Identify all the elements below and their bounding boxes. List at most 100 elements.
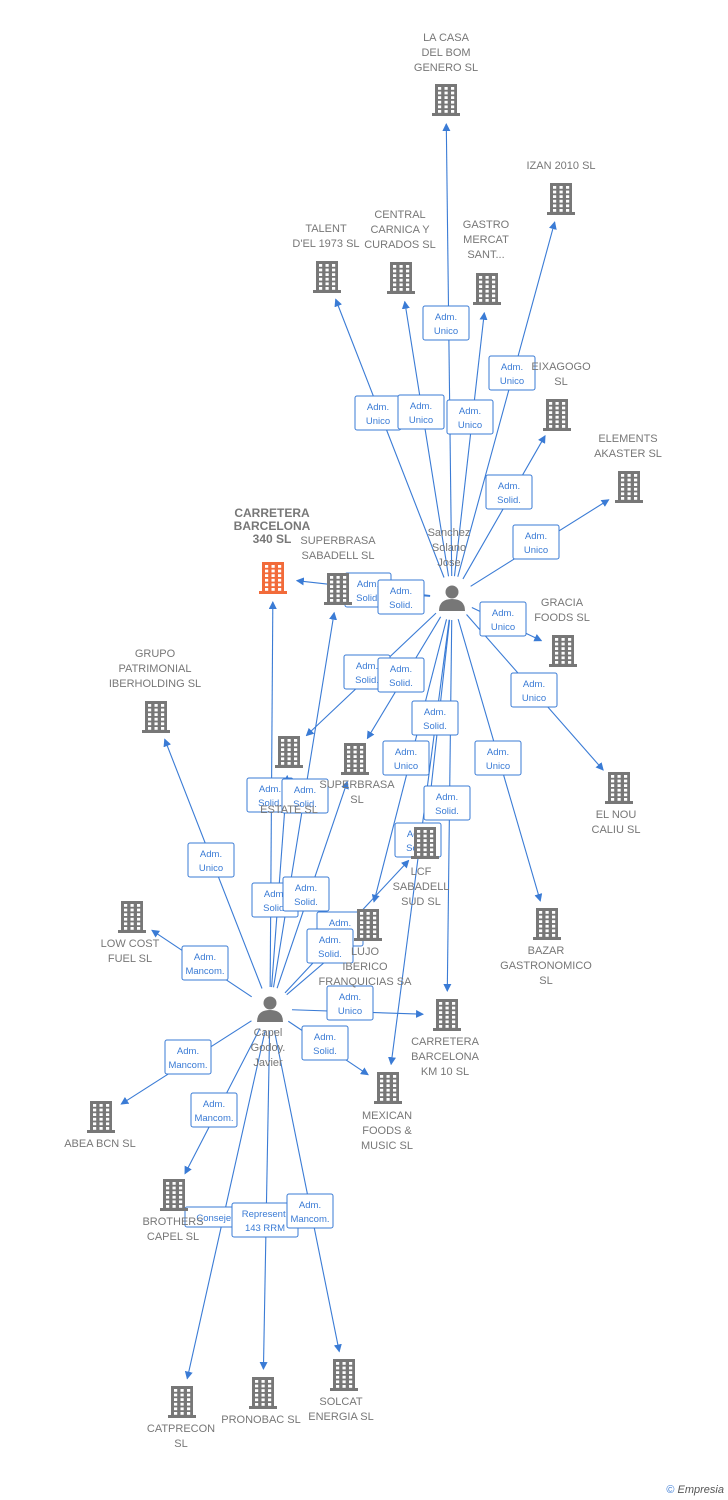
edge-label[interactable]: Adm.Solid. bbox=[301, 1025, 349, 1061]
building-icon bbox=[160, 1179, 188, 1211]
edge-label[interactable]: Adm.Unico bbox=[422, 305, 470, 341]
edge-label-box bbox=[479, 601, 527, 637]
node-label-line: Javier bbox=[253, 1057, 283, 1069]
edge-label[interactable]: Adm.Mancom. bbox=[286, 1193, 334, 1229]
node-label-line: SABADELL SL bbox=[302, 550, 375, 562]
edge-label-text: Solid. bbox=[355, 675, 379, 686]
edge-label-text: Adm. bbox=[492, 608, 514, 619]
building-icon bbox=[118, 901, 146, 933]
node-label-line: SUD SL bbox=[401, 896, 441, 908]
edge-label[interactable]: Adm.Mancom. bbox=[164, 1039, 212, 1075]
edge-label-box bbox=[181, 945, 229, 981]
edge-label-text: Adm. bbox=[319, 935, 341, 946]
node-label-line: CALIU SL bbox=[592, 824, 641, 836]
edge-label[interactable]: Adm.Unico bbox=[326, 985, 374, 1021]
node-label-line: SANT... bbox=[467, 249, 504, 261]
edge-label-text: Represent. bbox=[242, 1209, 288, 1220]
edge-label-text: Adm. bbox=[410, 401, 432, 412]
company-node-estate[interactable]: ESTATE SL bbox=[260, 736, 318, 816]
edge-sanchez-central bbox=[401, 300, 450, 577]
company-node-izan[interactable]: IZAN 2010 SL bbox=[526, 160, 596, 215]
edge-label[interactable]: Adm.Mancom. bbox=[181, 945, 229, 981]
edge-label[interactable]: Adm.Unico bbox=[354, 395, 402, 431]
edge-label[interactable]: Adm.Solid. bbox=[377, 579, 425, 615]
edge-label-box bbox=[187, 842, 235, 878]
edge-label-text: Mancom. bbox=[168, 1060, 207, 1071]
node-label-line: SOLCAT bbox=[319, 1396, 362, 1408]
edge-label[interactable]: Adm.Unico bbox=[446, 399, 494, 435]
building-icon bbox=[330, 1359, 358, 1391]
edge-label-text: Adm. bbox=[459, 406, 481, 417]
company-node-gastro[interactable]: GASTROMERCATSANT... bbox=[463, 219, 510, 305]
edge-label[interactable]: Adm.Solid. bbox=[485, 474, 533, 510]
edge-label[interactable]: Adm.Unico bbox=[510, 672, 558, 708]
edge-label[interactable]: Adm.Solid. bbox=[282, 876, 330, 912]
edge-label[interactable]: Adm.Unico bbox=[488, 355, 536, 391]
edge-label[interactable]: Adm.Unico bbox=[382, 740, 430, 776]
edge-label[interactable]: Adm.Mancom. bbox=[190, 1092, 238, 1128]
edge-label[interactable]: Adm.Unico bbox=[474, 740, 522, 776]
edge-label[interactable]: Adm.Unico bbox=[512, 524, 560, 560]
node-label-line: DEL BOM bbox=[421, 47, 470, 59]
building-icon bbox=[341, 743, 369, 775]
building-icon bbox=[374, 1072, 402, 1104]
edge-label[interactable]: Adm.Solid. bbox=[281, 778, 329, 814]
edge-label-text: Mancom. bbox=[290, 1214, 329, 1225]
edge-label-text: Solid. bbox=[313, 1046, 337, 1057]
company-node-pronobac[interactable]: PRONOBAC SL bbox=[221, 1377, 301, 1426]
node-label-line: LUJO bbox=[351, 946, 380, 958]
node-label-line: LOW COST bbox=[101, 938, 160, 950]
edge-label-text: Adm. bbox=[390, 586, 412, 597]
node-label-line: SUPERBRASA bbox=[319, 779, 395, 791]
edge-label-box bbox=[512, 524, 560, 560]
building-icon bbox=[533, 908, 561, 940]
node-label-line: GRACIA bbox=[541, 597, 584, 609]
edge-label[interactable]: Adm. Unico bbox=[397, 394, 445, 430]
edge-label[interactable]: Adm.Unico bbox=[187, 842, 235, 878]
building-icon bbox=[411, 827, 439, 859]
building-icon bbox=[473, 273, 501, 305]
company-node-abea[interactable]: ABEA BCN SL bbox=[64, 1101, 136, 1150]
node-label-line: BROTHERS bbox=[142, 1216, 203, 1228]
node-label-line: BAZAR bbox=[528, 945, 565, 957]
node-label-line: SL bbox=[539, 975, 552, 987]
edge-label[interactable]: Adm.Solid. bbox=[423, 785, 471, 821]
node-label-line: MERCAT bbox=[463, 234, 509, 246]
edge-label-text: Unico bbox=[409, 415, 433, 426]
edge-label[interactable]: Adm.Solid. bbox=[377, 657, 425, 693]
building-icon bbox=[142, 701, 170, 733]
edge-label-box bbox=[377, 579, 425, 615]
edge-label-text: Adm. bbox=[367, 402, 389, 413]
building-icon bbox=[549, 635, 577, 667]
edge-label-text: Unico bbox=[491, 622, 515, 633]
node-label-line: CARNICA Y bbox=[370, 224, 430, 236]
edge-capel-catprecon bbox=[184, 1030, 266, 1380]
brand-logo[interactable]: Empresia bbox=[677, 1484, 724, 1496]
edge-label[interactable]: Adm.Solid. bbox=[411, 700, 459, 736]
edge-label[interactable]: Adm.Solid. bbox=[306, 928, 354, 964]
edge-label[interactable]: Adm. Unico bbox=[479, 601, 527, 637]
edge-label-text: Adm. bbox=[194, 952, 216, 963]
